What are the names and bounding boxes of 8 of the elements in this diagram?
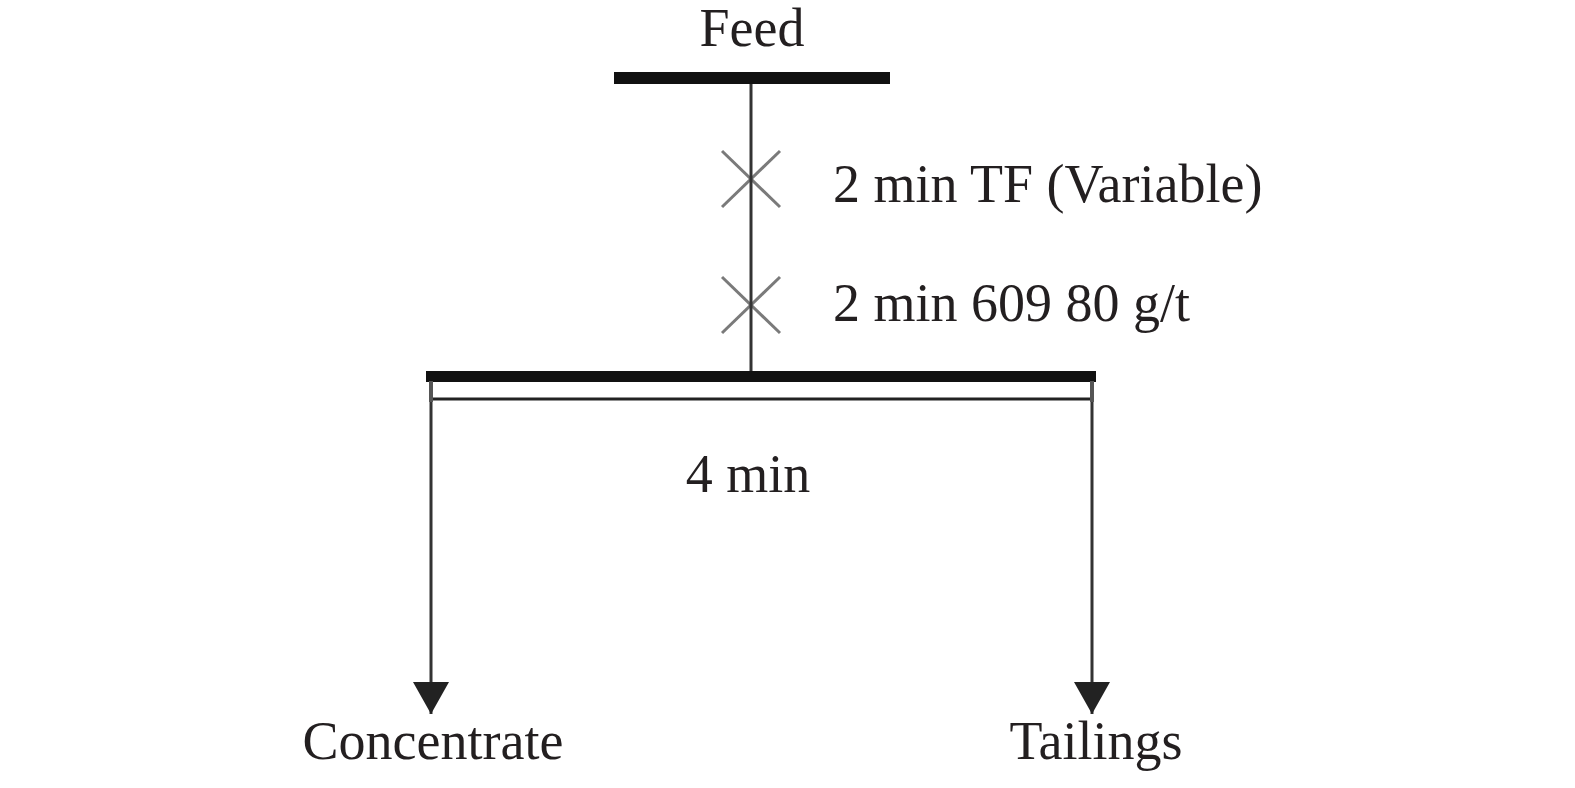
flow-line (749, 336, 753, 371)
flow-arrow (1074, 402, 1110, 714)
flow-arrow (413, 402, 449, 714)
duration-label: 4 min (685, 447, 811, 501)
stream-label: Feed (699, 1, 805, 55)
stream-label: Concentrate (302, 714, 564, 768)
flow-line (749, 84, 753, 148)
flow-line (749, 210, 753, 274)
